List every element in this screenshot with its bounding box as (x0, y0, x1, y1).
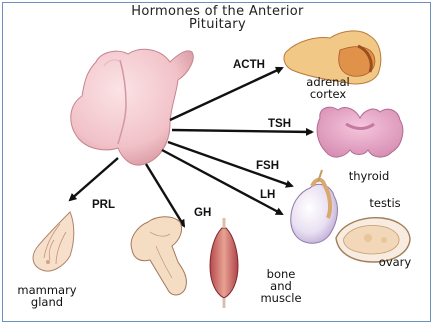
label-adrenal-line-2: cortex (290, 88, 366, 100)
label-acth: ACTH (233, 59, 265, 71)
label-bone-line-3: muscle (246, 292, 316, 304)
label-mammary-gland: mammary gland (12, 284, 82, 308)
testis-illustration (291, 170, 338, 243)
label-fsh: FSH (256, 160, 279, 172)
bone-illustration (131, 217, 186, 295)
arrow-prl (70, 158, 118, 200)
arrow-tsh (172, 130, 312, 132)
label-mammary-line-2: gland (12, 296, 82, 308)
label-testis: testis (360, 197, 410, 209)
label-bone-and-muscle: bone and muscle (246, 268, 316, 304)
label-ovary: ovary (370, 256, 420, 268)
label-thyroid: thyroid (334, 170, 404, 182)
arrow-acth (170, 68, 282, 120)
pituitary-gland (71, 49, 193, 165)
label-adrenal-cortex: adrenal cortex (290, 76, 366, 100)
thyroid-illustration (317, 107, 403, 157)
label-gh: GH (194, 207, 211, 219)
label-tsh: TSH (268, 118, 291, 130)
muscle-illustration (210, 218, 238, 308)
mammary-gland-illustration (33, 212, 74, 271)
diagram-title-line-2: Pituitary (0, 17, 435, 32)
label-lh: LH (260, 189, 275, 201)
label-prl: PRL (92, 199, 115, 211)
